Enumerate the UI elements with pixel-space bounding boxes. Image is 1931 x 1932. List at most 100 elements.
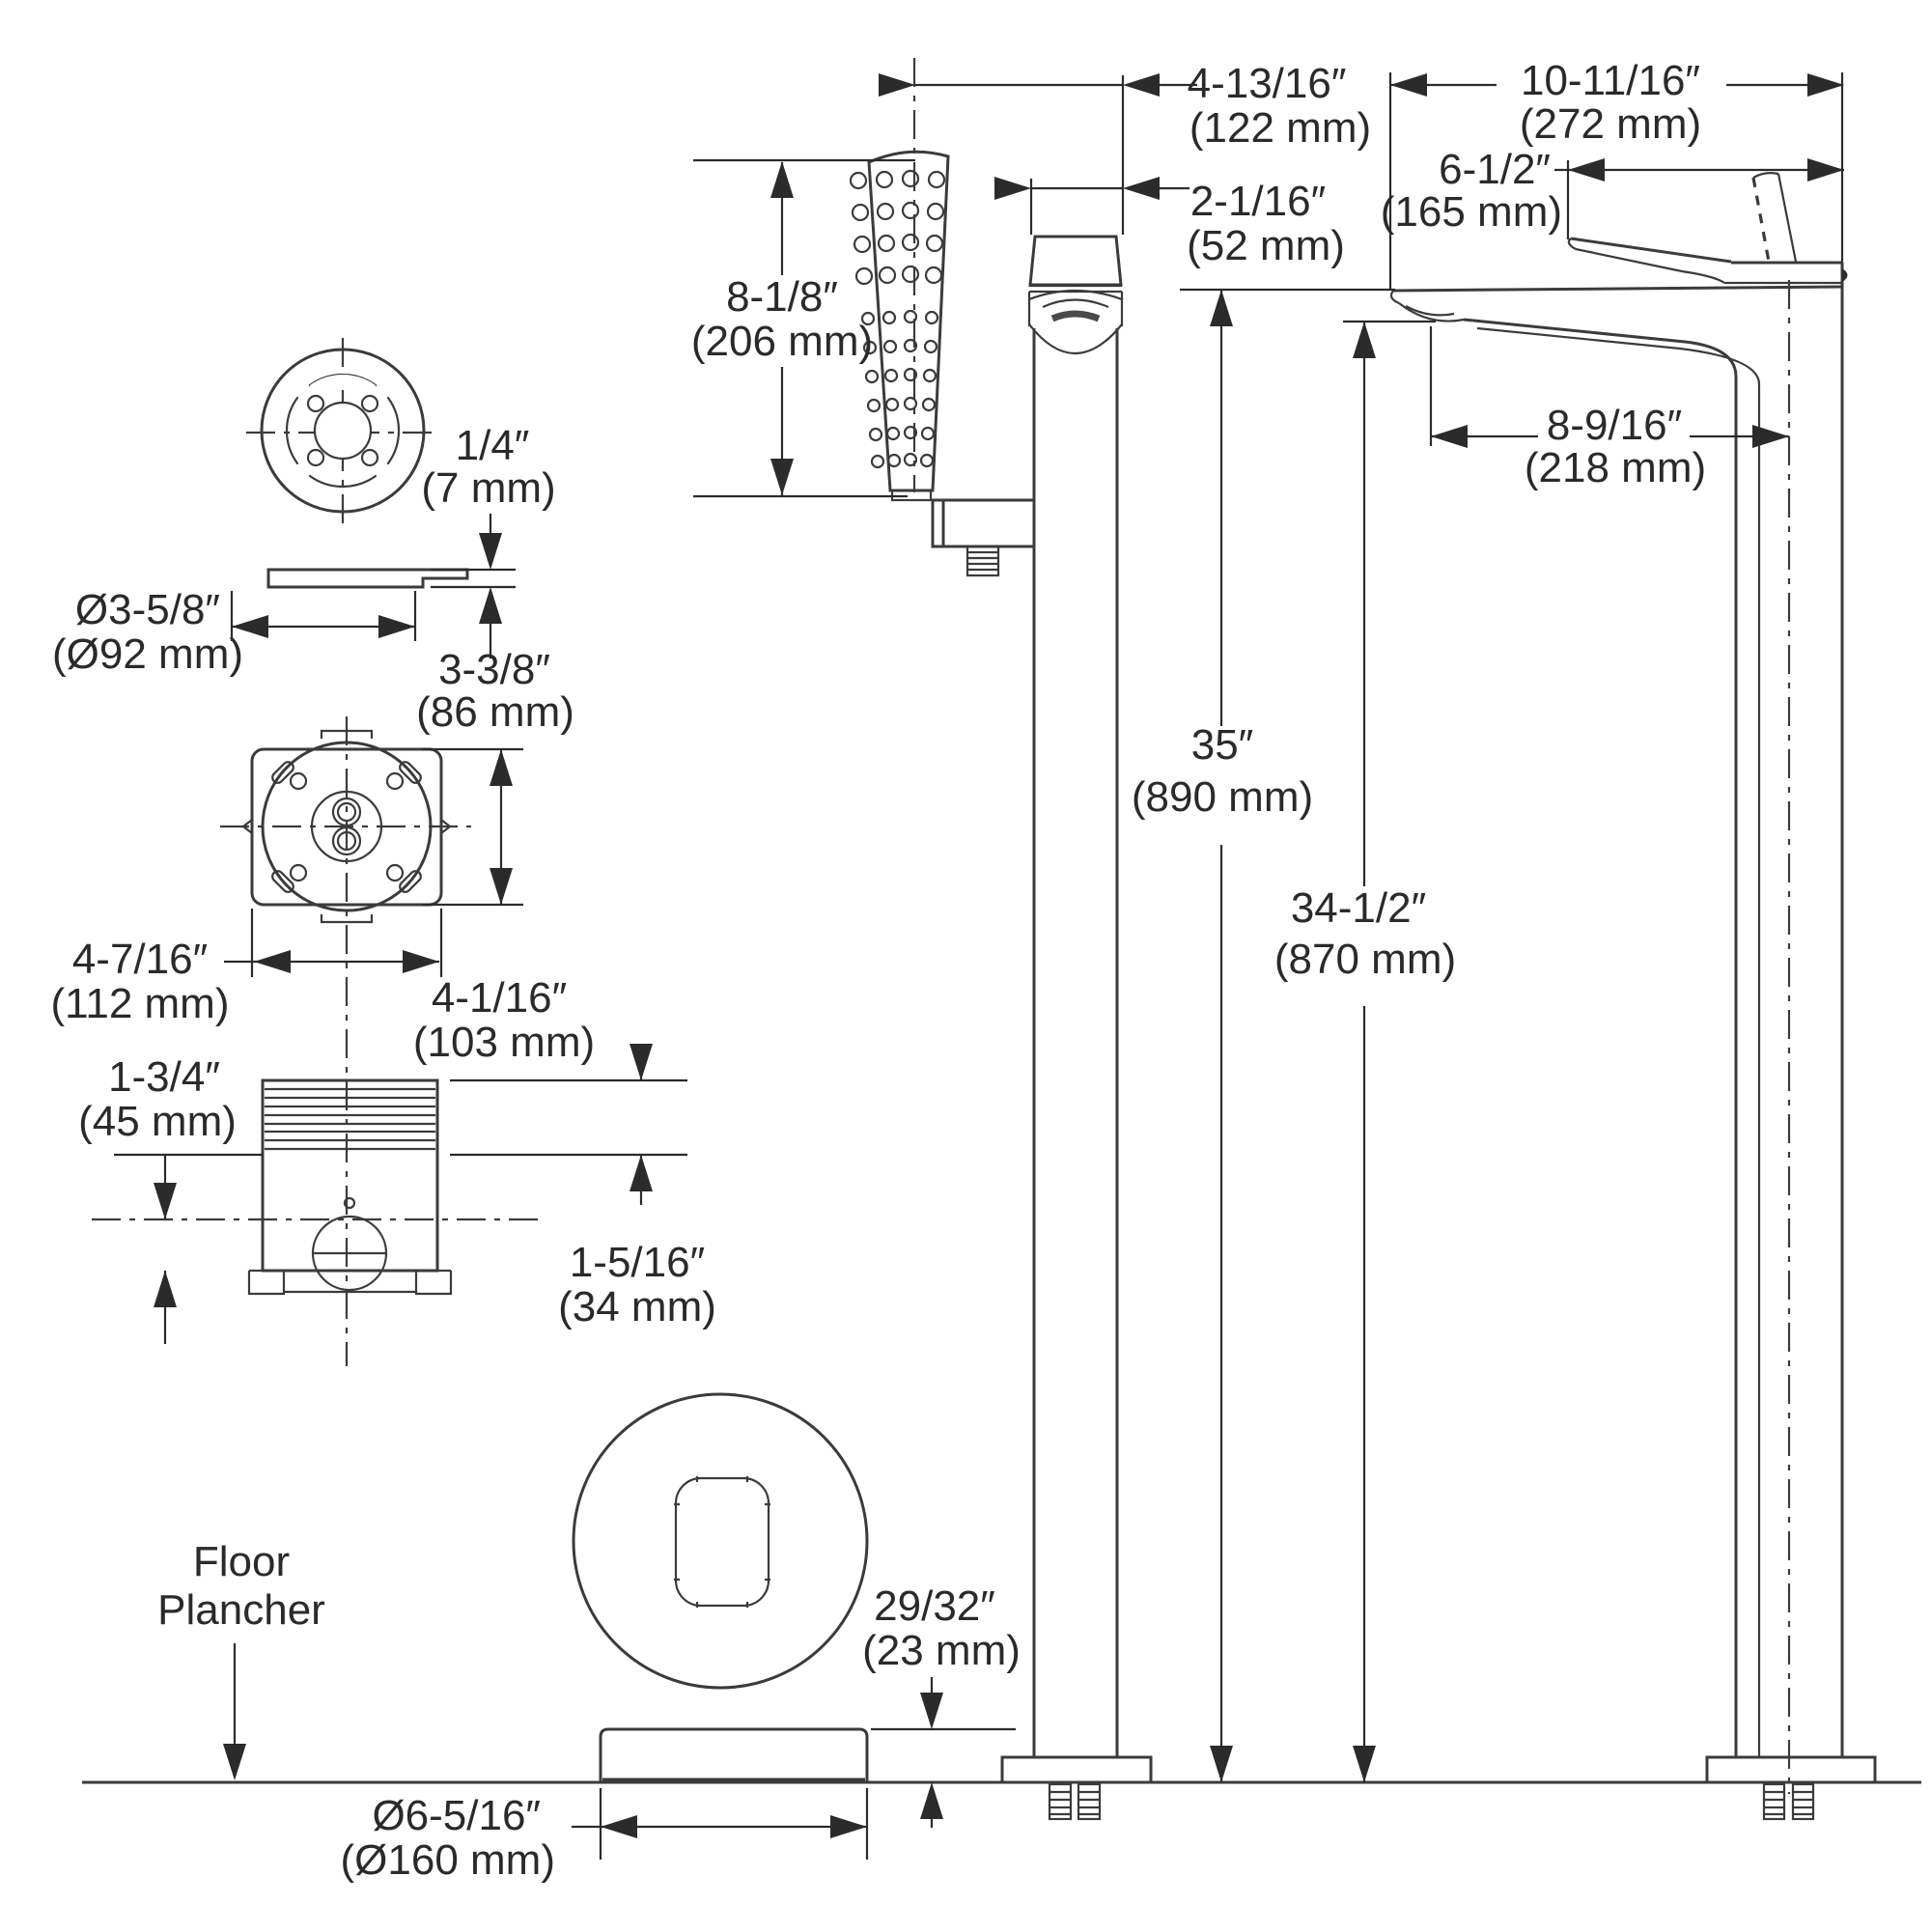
- handle-blade-right: [1777, 173, 1798, 263]
- valve-bottom-tab: [320, 914, 374, 924]
- dim-hand-shower-length: 8-1/8″ (206 mm): [691, 158, 915, 498]
- label-escutcheon-diameter-mm: (Ø160 mm): [341, 1836, 555, 1884]
- label-escutcheon-height-in: 29/32″: [874, 1582, 995, 1630]
- flange-screw-hole: [306, 394, 325, 413]
- label-valve-width-in: 4-7/16″: [72, 936, 208, 983]
- valve-threads: [265, 1087, 435, 1151]
- valve-side-tab-left: [241, 819, 253, 834]
- dim-holder-offset: 4-13/16″ (122 mm): [879, 60, 1371, 235]
- label-holder-width-mm: (52 mm): [1187, 222, 1345, 269]
- hand-shower-spray-dots: [849, 169, 946, 469]
- faucet-base-plate: [1705, 1755, 1877, 1784]
- faucet-supply-nipples: [1762, 1782, 1815, 1821]
- flange-screw-hole: [360, 394, 379, 413]
- escutcheon-side-view: [599, 1727, 869, 1782]
- dim-escutcheon-height: 29/32″ (23 mm): [862, 1582, 1021, 1828]
- dim-valve-depth: 4-1/16″ (103 mm): [413, 974, 595, 1066]
- label-escutcheon-height-mm: (23 mm): [862, 1627, 1021, 1674]
- label-hand-shower-length-mm: (206 mm): [691, 318, 873, 365]
- dim-valve-height: 3-3/8″ (86 mm): [416, 646, 574, 907]
- label-height-spout-in: 34-1/2″: [1291, 884, 1426, 932]
- valve-side-view: [92, 1078, 541, 1296]
- label-escutcheon-diameter-in: Ø6-5/16″: [372, 1792, 541, 1839]
- valve-top-tab: [320, 729, 374, 739]
- column-body: [1032, 328, 1119, 1757]
- escutcheon-circle: [572, 1392, 869, 1690]
- label-flange-thickness-mm: (7 mm): [421, 464, 555, 512]
- cradle-sides: [1027, 292, 1124, 326]
- valve-body-circle: [261, 741, 433, 912]
- valve-screw-hole: [385, 771, 405, 791]
- label-handle-reach-in: 6-1/2″: [1439, 146, 1551, 193]
- label-holder-offset-in: 4-13/16″: [1188, 60, 1347, 107]
- valve-port-bottom-inner: [336, 830, 357, 852]
- dim-spout-reach-total: 10-11/16″ (272 mm): [1388, 57, 1844, 289]
- label-spout-reach-in: 8-9/16″: [1547, 402, 1682, 449]
- flange-side-outline: [266, 568, 469, 589]
- cradle-slot: [1050, 310, 1101, 322]
- flange-slot-right: [386, 396, 401, 465]
- flange-outline: [260, 348, 426, 514]
- flange-screw-hole: [360, 448, 379, 467]
- label-flange-thickness-in: 1/4″: [456, 422, 530, 469]
- label-valve-bottom-in: 1-5/16″: [570, 1239, 705, 1286]
- spout-top-edge: [1392, 285, 1843, 293]
- handle-blade-cap: [1752, 172, 1779, 179]
- valve-screw-hole: [385, 863, 405, 882]
- faucet-column: [1389, 172, 1877, 1821]
- valve-inner-circle: [310, 790, 383, 863]
- valve-port-bottom: [331, 826, 362, 856]
- valve-corner-slot: [399, 761, 422, 784]
- flange-slot-top-inner: [310, 374, 376, 394]
- escutcheon-hole: [674, 1476, 770, 1608]
- dim-spout-reach: 8-9/16″ (218 mm): [1429, 326, 1789, 491]
- tub-filler-column: [1000, 235, 1153, 1821]
- label-height-spout-mm: (870 mm): [1274, 936, 1456, 983]
- lever-tip: [1567, 238, 1577, 250]
- label-valve-bottom-mm: (34 mm): [558, 1283, 716, 1330]
- deck-side-detail: [1842, 268, 1848, 282]
- holder-arm: [931, 498, 1036, 548]
- label-valve-depth-mm: (103 mm): [413, 1019, 595, 1066]
- valve-screw-hole: [289, 863, 308, 882]
- flange-slot-left: [285, 396, 299, 465]
- column-base-plate: [1000, 1755, 1153, 1784]
- dim-height-total: 35″ (890 mm): [1132, 288, 1395, 1782]
- label-flange-diameter-mm: (Ø92 mm): [52, 630, 243, 678]
- valve-front-view: [220, 716, 471, 1366]
- hand-shower-unit: [849, 58, 1036, 577]
- dim-valve-width: 4-7/16″ (112 mm): [51, 909, 443, 1027]
- flange-slot-bottom: [308, 474, 378, 489]
- flange-side-view: [266, 568, 469, 589]
- label-floor-fr: Plancher: [157, 1586, 325, 1634]
- label-holder-offset-mm: (122 mm): [1189, 104, 1371, 152]
- spout-nose: [1389, 290, 1400, 305]
- cradle-belly: [1028, 323, 1123, 355]
- valve-port-top-inner: [336, 801, 357, 823]
- spout-underside-outer: [1463, 318, 1738, 1757]
- valve-side-feet: [247, 1269, 453, 1296]
- label-height-total-in: 35″: [1191, 721, 1254, 769]
- lever-top-edge: [1570, 237, 1732, 264]
- holder-cap: [1028, 235, 1123, 287]
- escutcheon-side-outline: [599, 1727, 869, 1782]
- valve-screw-hole: [289, 771, 308, 791]
- dim-valve-top: 1-3/4″ (45 mm): [78, 1053, 263, 1344]
- floor-callout: Floor Plancher: [157, 1538, 325, 1780]
- handle-blade-left-dashed: [1751, 177, 1771, 263]
- label-valve-top-mm: (45 mm): [78, 1098, 237, 1145]
- flange-center-hole: [313, 401, 373, 461]
- valve-side-body: [261, 1078, 439, 1273]
- valve-corner-slot: [399, 870, 422, 893]
- label-hand-shower-length-in: 8-1/8″: [726, 273, 838, 321]
- valve-side-pin: [343, 1196, 356, 1210]
- escutcheon-notches: [674, 1476, 770, 1608]
- label-flange-diameter-in: Ø3-5/8″: [75, 586, 220, 633]
- label-handle-reach-mm: (165 mm): [1381, 188, 1562, 236]
- label-valve-width-mm: (112 mm): [51, 980, 230, 1027]
- label-valve-height-mm: (86 mm): [416, 688, 574, 736]
- escutcheon-top-view: [572, 1392, 869, 1690]
- flange-screw-hole: [306, 448, 325, 467]
